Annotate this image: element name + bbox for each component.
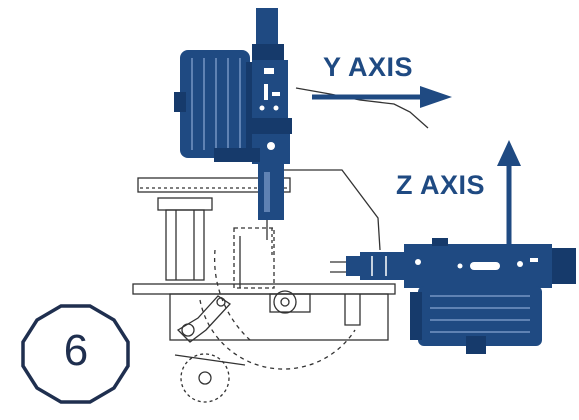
- step-number: 6: [63, 326, 89, 375]
- machine-frame: [132, 87, 429, 403]
- y-axis-label: Y AXIS: [323, 52, 414, 82]
- z-axis-label: Z AXIS: [396, 170, 486, 200]
- horizontal-spindle-unit: [346, 238, 576, 354]
- arrow-right-icon: [312, 86, 452, 108]
- vertical-spindle-unit: [174, 8, 292, 220]
- step-badge: [21, 304, 130, 404]
- arrow-up-icon: [497, 140, 521, 244]
